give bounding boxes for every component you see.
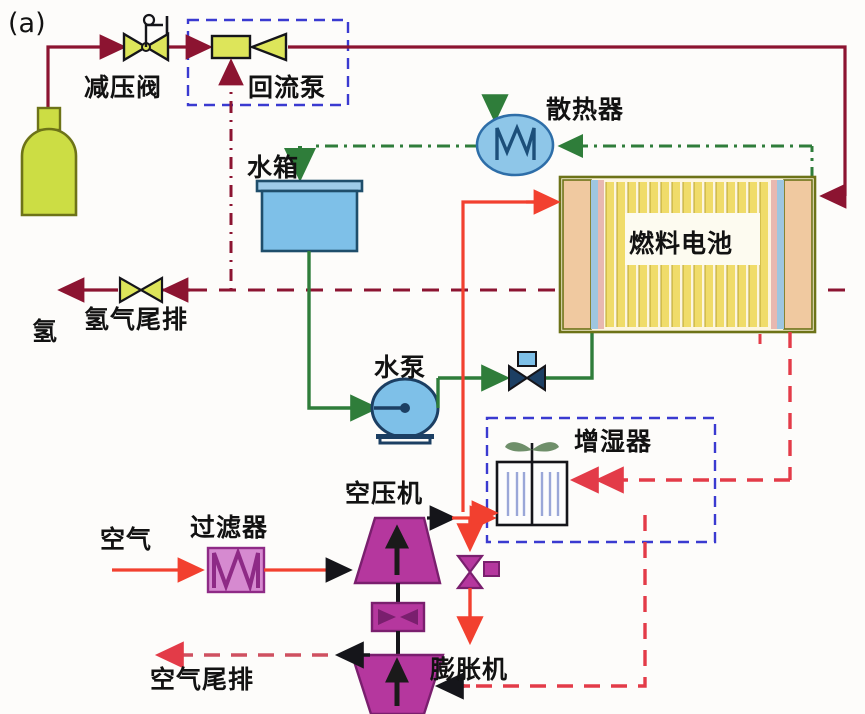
- radiator-label: 散热器: [546, 95, 625, 124]
- pressure-reducer-icon: [122, 13, 170, 63]
- air-exhaust-label: 空气尾排: [150, 665, 255, 694]
- fuel-cell-label: 燃料电池: [629, 229, 734, 258]
- valve-to-stack-line: [546, 332, 594, 380]
- air-bypass-valve-icon: [455, 554, 500, 590]
- air-filter-icon: [206, 546, 266, 594]
- humidifier-icon: [495, 442, 569, 527]
- air-label: 空气: [100, 525, 153, 554]
- hydrogen-exhaust-label: 氢气尾排: [84, 305, 189, 334]
- pressure-reducer-label: 减压阀: [84, 73, 163, 102]
- water-tank-label: 水箱: [247, 153, 300, 182]
- recirculation-subsystem-box: [186, 18, 350, 107]
- air-compressor-icon: [353, 516, 442, 585]
- fuel-cell-stack-icon: [558, 175, 817, 334]
- recirculation-pump-icon: [210, 32, 288, 62]
- hydrogen-tank-icon: [20, 106, 78, 217]
- hydrogen-supply-line: [46, 45, 103, 120]
- water-pump-icon: [370, 377, 440, 445]
- hydrogen-pump-to-stack-line: [288, 45, 847, 196]
- coolant-control-valve-icon: [508, 351, 546, 392]
- panel-label: (a): [8, 8, 46, 39]
- water-tank-icon: [255, 179, 364, 253]
- humidifier-to-stack-line: [461, 200, 540, 512]
- hydrogen-label: 氢: [32, 317, 59, 346]
- expander-label: 膨胀机: [430, 655, 509, 684]
- hydrogen-exhaust-valve-icon: [118, 276, 164, 304]
- air-filter-label: 过滤器: [190, 513, 269, 542]
- humidifier-label: 增湿器: [574, 427, 653, 456]
- air-compressor-label: 空压机: [345, 479, 424, 508]
- radiator-icon: [475, 113, 555, 177]
- air-exhaust-to-expander-line: [460, 515, 647, 688]
- tank-drain-line: [307, 251, 365, 410]
- recirculation-pump-label: 回流泵: [248, 73, 327, 102]
- expander-icon: [350, 653, 445, 714]
- water-pump-label: 水泵: [374, 353, 427, 382]
- humidifier-subsystem-box: [485, 416, 717, 544]
- drive-motor-icon: [370, 601, 426, 633]
